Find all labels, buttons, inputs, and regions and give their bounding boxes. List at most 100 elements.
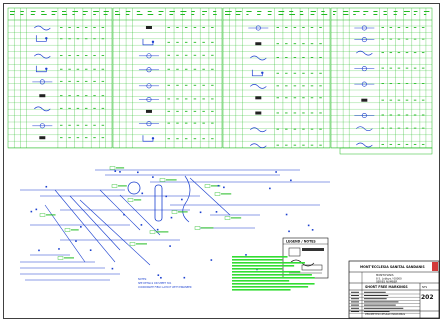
- cell-value: [302, 112, 305, 114]
- title-block: MONT'ECCLESIA SANITAL SANDANIS MONTCHANI…: [348, 260, 440, 319]
- header-mark: [413, 14, 416, 15]
- cell-value: [421, 52, 425, 54]
- header-mark: [363, 11, 369, 12]
- cell-value: [202, 84, 205, 86]
- tag-label: [118, 185, 127, 187]
- header-mark: [82, 11, 88, 12]
- cell-value: [68, 27, 71, 28]
- table-footer: [339, 147, 433, 155]
- scale-label: NTS: [422, 285, 428, 289]
- cell-value: [184, 41, 188, 43]
- node-symbol: [261, 71, 264, 75]
- tag-label: [211, 185, 221, 187]
- pipe-node: [223, 186, 225, 189]
- cell-value: [193, 41, 197, 43]
- pipe-node: [170, 216, 173, 219]
- pipe-node: [119, 171, 121, 173]
- header-mark: [20, 11, 24, 12]
- tag-label: [57, 256, 64, 260]
- header-mark: [225, 11, 232, 12]
- pipe-node: [114, 170, 117, 172]
- pipe-symbol: [250, 127, 267, 133]
- header-mark: [62, 11, 67, 12]
- pipe-run: [69, 195, 121, 251]
- pipe-node: [165, 195, 168, 198]
- cell-value: [293, 85, 297, 87]
- tag-label: [136, 243, 147, 245]
- cell-value: [167, 98, 170, 100]
- cell-value: [60, 80, 63, 82]
- header-mark: [310, 14, 315, 15]
- tag-label: [178, 211, 188, 213]
- header-mark: [299, 14, 304, 15]
- header-mark: [93, 14, 96, 15]
- header-mark: [235, 14, 241, 15]
- pipe-symbol: [251, 69, 263, 77]
- cell-value: [60, 107, 63, 109]
- tag-label: [39, 213, 46, 217]
- tag-label: [111, 184, 118, 188]
- fitting-symbol: [145, 26, 152, 29]
- header-mark: [257, 11, 262, 12]
- highlighted-line: [232, 274, 312, 276]
- cell-value: [176, 98, 179, 100]
- fitting-symbol: [255, 96, 262, 100]
- cell-value: [202, 41, 205, 43]
- cell-value: [310, 72, 314, 74]
- cell-value: [413, 127, 417, 129]
- cell-value: [397, 127, 401, 129]
- cell-value: [167, 68, 170, 70]
- cell-value: [381, 83, 384, 85]
- header-mark: [353, 11, 360, 12]
- cell-value: [93, 95, 96, 97]
- fitting-symbol: [39, 94, 46, 98]
- pipe-run: [79, 199, 151, 266]
- header-mark: [82, 14, 86, 15]
- cell-value: [389, 27, 393, 28]
- cell-value: [293, 112, 297, 114]
- tag-label: [116, 167, 125, 169]
- cell-value: [167, 110, 170, 112]
- cell-value: [211, 41, 214, 43]
- legend-title: LEGEND / NOTES: [286, 240, 316, 244]
- pipe-node: [160, 276, 162, 279]
- cell-value: [101, 68, 105, 70]
- title-block-text-mark: [364, 311, 390, 312]
- cell-value: [76, 124, 80, 126]
- cell-value: [167, 122, 170, 124]
- sheet-border: [3, 3, 440, 319]
- pipe-symbol: [34, 106, 51, 112]
- cell-value: [60, 95, 63, 97]
- cell-value: [413, 114, 417, 116]
- cell-value: [397, 143, 401, 145]
- cell-value: [84, 95, 88, 97]
- cell-value: [389, 127, 393, 129]
- pipe-node: [217, 184, 220, 187]
- tag-label: [129, 242, 136, 246]
- cell-value: [413, 27, 417, 28]
- cell-value: [319, 112, 322, 114]
- tag-label: [64, 257, 74, 259]
- cell-value: [184, 27, 188, 28]
- cell-value: [184, 122, 188, 124]
- pipe-run: [99, 189, 141, 231]
- header-mark: [147, 14, 154, 15]
- cell-value: [302, 144, 305, 146]
- cell-value: [84, 27, 88, 28]
- cell-value: [68, 137, 71, 139]
- header-mark: [136, 14, 143, 15]
- cell-value: [421, 99, 425, 101]
- cell-value: [405, 127, 409, 129]
- cell-value: [60, 55, 63, 57]
- tag-label: [224, 216, 231, 220]
- pipe-symbol: [250, 55, 267, 61]
- cell-value: [184, 110, 188, 112]
- cell-value: [101, 107, 105, 109]
- cell-value: [397, 99, 401, 101]
- cell-value: [302, 85, 305, 87]
- cell-value: [93, 80, 96, 82]
- title-block-text-mark: [351, 295, 359, 296]
- cell-value: [310, 97, 314, 99]
- header-mark: [180, 14, 186, 15]
